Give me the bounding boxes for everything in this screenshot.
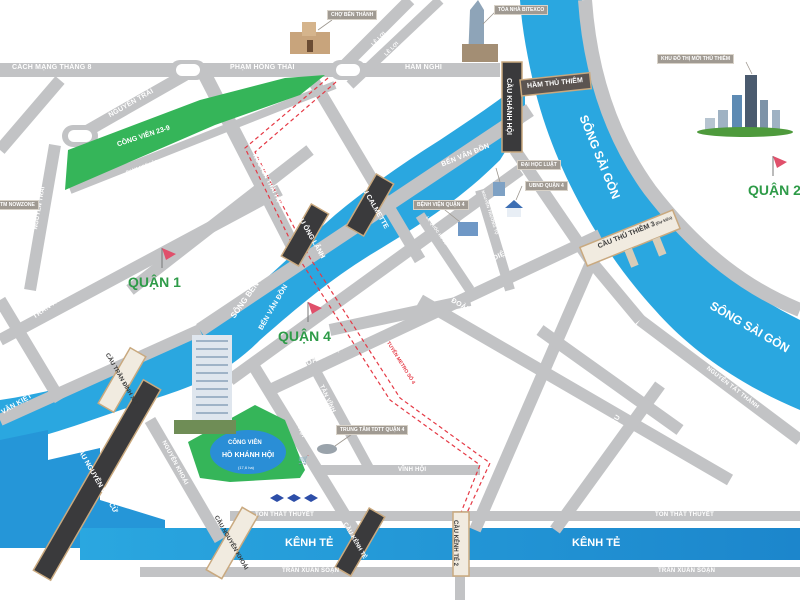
road-vinh-hoi: VĨNH HỘI — [398, 467, 427, 473]
skyline-icon — [697, 75, 793, 137]
poi-cho-ben-thanh: CHỢ BẾN THÀNH — [327, 10, 378, 20]
kenh-te — [80, 528, 800, 560]
river-kenh-te-1: KÊNH TẺ — [285, 537, 334, 549]
road-tran-xuan-soan-1: TRẦN XUÂN SOẠN — [282, 568, 340, 574]
poi-trung-tam-tdtt-quan-4: TRUNG TÂM TDTT QUẬN 4 — [336, 425, 409, 435]
district-quan-4: QUẬN 4 — [278, 328, 331, 344]
song-sai-gon — [520, 0, 800, 410]
bridge-cau-kenh-te — [334, 507, 386, 577]
hospital-icon — [458, 222, 478, 236]
park-cong-vien-23-9 — [65, 75, 325, 190]
poi-khu-do-thi-moi-thu-thiem: KHU ĐÔ THỊ MỚI THỦ THIÊM — [657, 54, 734, 64]
road-tran-xuan-soan-2: TRẦN XUÂN SOẠN — [658, 568, 716, 574]
flag-icon — [161, 248, 176, 268]
bridge-cau-nguyen-van-cu — [32, 378, 162, 582]
label-cau-kenh-te-2: CẦU KÊNH TẺ 2 — [452, 519, 459, 567]
label-cong-vien-ho-khanh-hoi-2: HỒ KHÁNH HỘI — [222, 452, 275, 459]
project-building-icon — [174, 335, 236, 434]
road-ton-that-thuyet-1: TÔN THẤT THUYẾT — [255, 512, 314, 518]
metro-line-4 — [244, 77, 491, 516]
market-icon — [290, 22, 330, 54]
landmarks: 🛒 — [161, 0, 793, 502]
parks — [65, 75, 325, 482]
bridges — [32, 61, 682, 582]
office-icon — [493, 182, 505, 196]
song-ben-nghe — [0, 80, 525, 445]
bridge-cau-thu-thiem-3 — [578, 209, 682, 267]
bridge-cau-ong-lanh — [280, 202, 330, 268]
road-cach-mang-thang-8: CÁCH MẠNG THÁNG 8 — [12, 64, 92, 71]
bridge-ham-thu-thiem — [519, 71, 593, 97]
stadium-icon — [317, 444, 337, 454]
poi-toa-nha-bitexco: TÒA NHÀ BITEXCO — [494, 5, 549, 15]
flag-icon — [307, 302, 322, 322]
flag-icon — [772, 156, 787, 176]
road-ham-nghi: HÀM NGHI — [405, 64, 442, 71]
district-quan-2: QUẬN 2 — [748, 182, 800, 198]
poi-benh-vien-quan-4: BỆNH VIỆN QUẬN 4 — [413, 200, 469, 210]
poi-dai-hoc-luat: ĐẠI HỌC LUẬT — [517, 160, 561, 170]
shopping-cart-icon: 🛒 — [298, 454, 309, 465]
poi-ubnd-quan-4: UBND QUẬN 4 — [525, 181, 568, 191]
roundabouts — [62, 60, 366, 147]
bridge-cau-khanh-hoi — [501, 61, 523, 153]
poi-tttm-nowzone: TTTM NOWZONE — [0, 200, 39, 210]
school-icon — [270, 494, 318, 502]
bridge-cau-kenh-te-2 — [452, 511, 470, 577]
house-icon — [505, 200, 523, 217]
bridge-cau-calmette — [345, 172, 395, 238]
road-pham-hong-thai: PHẠM HỒNG THÁI — [230, 64, 295, 71]
label-cong-vien-ho-khanh-hoi-area: (17,6 ha) — [238, 465, 255, 470]
bridge-cau-tran-dinh-xu — [97, 346, 147, 414]
label-cong-vien-ho-khanh-hoi-1: CÔNG VIÊN — [228, 440, 262, 446]
bridge-cau-nguyen-khoai — [205, 506, 259, 580]
river-kenh-te-2: KÊNH TẺ — [572, 537, 621, 549]
lake-khanh-hoi — [210, 430, 286, 474]
road-ton-that-thuyet-2: TÔN THẤT THUYẾT — [655, 512, 714, 518]
district-quan-1: QUẬN 1 — [128, 274, 181, 290]
label-cau-khanh-hoi: CẦU KHÁNH HỘI — [504, 78, 512, 135]
tower-icon — [462, 0, 498, 62]
